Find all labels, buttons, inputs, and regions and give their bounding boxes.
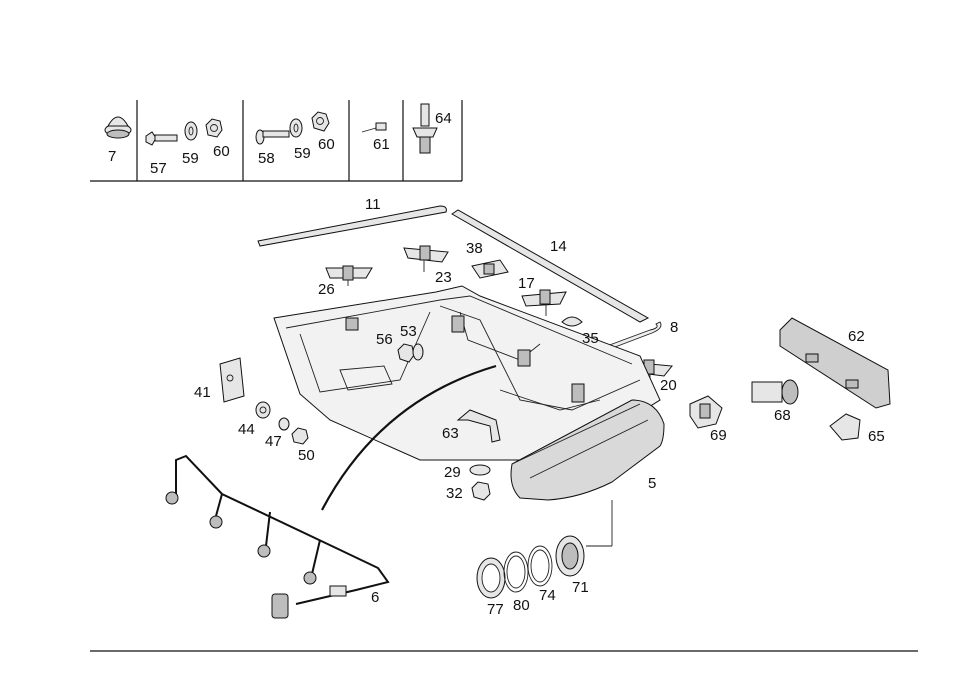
- seal-part-80: [503, 551, 529, 593]
- callout-32: 32: [446, 485, 463, 502]
- callout-64: 64: [435, 110, 452, 127]
- callout-26: 26: [318, 281, 335, 298]
- seal-part-74: [527, 545, 553, 587]
- fastener-table: [90, 100, 463, 182]
- callout-6: 6: [371, 589, 379, 606]
- callout-69: 69: [710, 427, 727, 444]
- nut-part-50: [291, 427, 309, 445]
- rivet-part-64: [412, 103, 438, 154]
- callout-74: 74: [539, 587, 556, 604]
- callout-11: 11: [365, 196, 381, 213]
- connector-part-69: [689, 395, 723, 429]
- callout-5: 5: [648, 475, 656, 492]
- callout-38: 38: [466, 240, 483, 257]
- callout-68: 68: [774, 407, 791, 424]
- nut-part-60b: [311, 111, 330, 132]
- harness-leader-line: [321, 364, 497, 511]
- callout-47: 47: [265, 433, 282, 450]
- callout-77: 77: [487, 601, 504, 618]
- callout-63: 63: [442, 425, 459, 442]
- callout-60a: 60: [213, 143, 230, 160]
- callout-7: 7: [108, 148, 116, 165]
- grommet-part-7: [104, 116, 132, 139]
- bracket-part-62: [779, 317, 891, 409]
- callout-65: 65: [868, 428, 885, 445]
- callout-71: 71: [572, 579, 589, 596]
- washer-part-47: [278, 417, 290, 431]
- callout-56: 56: [376, 331, 393, 348]
- bumper-cover-part-5: [510, 399, 665, 501]
- callout-80: 80: [513, 597, 530, 614]
- bracket-part-63: [456, 409, 501, 443]
- washer-part-29: [469, 464, 491, 476]
- clip-part-35: [561, 316, 583, 327]
- callout-59b: 59: [294, 145, 311, 162]
- pin-part-61: [361, 122, 387, 133]
- clip-part-23: [403, 245, 449, 272]
- clip-part-26: [325, 265, 373, 286]
- bracket-part-41: [219, 357, 245, 403]
- callout-59a: 59: [182, 150, 199, 167]
- callout-17: 17: [518, 275, 535, 292]
- bolt-part-57: [145, 131, 178, 146]
- nut-part-32: [471, 481, 491, 501]
- washer-part-44: [255, 401, 271, 419]
- washer-part-53: [412, 343, 424, 361]
- callout-58: 58: [258, 150, 275, 167]
- callout-labels: 7 57 59 60 58 59 60 61 64 11 14 38 23 26…: [108, 110, 885, 618]
- callout-57: 57: [150, 160, 167, 177]
- callout-23: 23: [435, 269, 452, 286]
- washer-part-59a: [184, 121, 198, 141]
- callout-14: 14: [550, 238, 567, 255]
- lamp-housing-part-71: [555, 535, 585, 577]
- wiring-harness-part-6: [165, 454, 390, 619]
- callout-41: 41: [194, 384, 211, 401]
- seal-part-77: [476, 557, 506, 599]
- clip-part-17: [521, 289, 567, 316]
- callout-35: 35: [582, 330, 599, 347]
- leader-to-cover: [586, 500, 613, 547]
- trim-strip-11: [257, 205, 447, 247]
- callout-8: 8: [670, 319, 678, 336]
- callout-60b: 60: [318, 136, 335, 153]
- callout-20: 20: [660, 377, 677, 394]
- callout-61: 61: [373, 136, 390, 153]
- washer-part-59b: [289, 118, 303, 138]
- socket-part-68: [751, 379, 799, 405]
- nut-part-60a: [205, 118, 223, 138]
- bolt-part-58: [255, 129, 290, 145]
- trim-strip-14: [451, 209, 650, 323]
- callout-29: 29: [444, 464, 461, 481]
- bracket-part-38: [471, 259, 509, 279]
- callout-50: 50: [298, 447, 315, 464]
- callout-44: 44: [238, 421, 255, 438]
- callout-62: 62: [848, 328, 865, 345]
- callout-53: 53: [400, 323, 417, 340]
- lamp-part-65: [829, 413, 861, 441]
